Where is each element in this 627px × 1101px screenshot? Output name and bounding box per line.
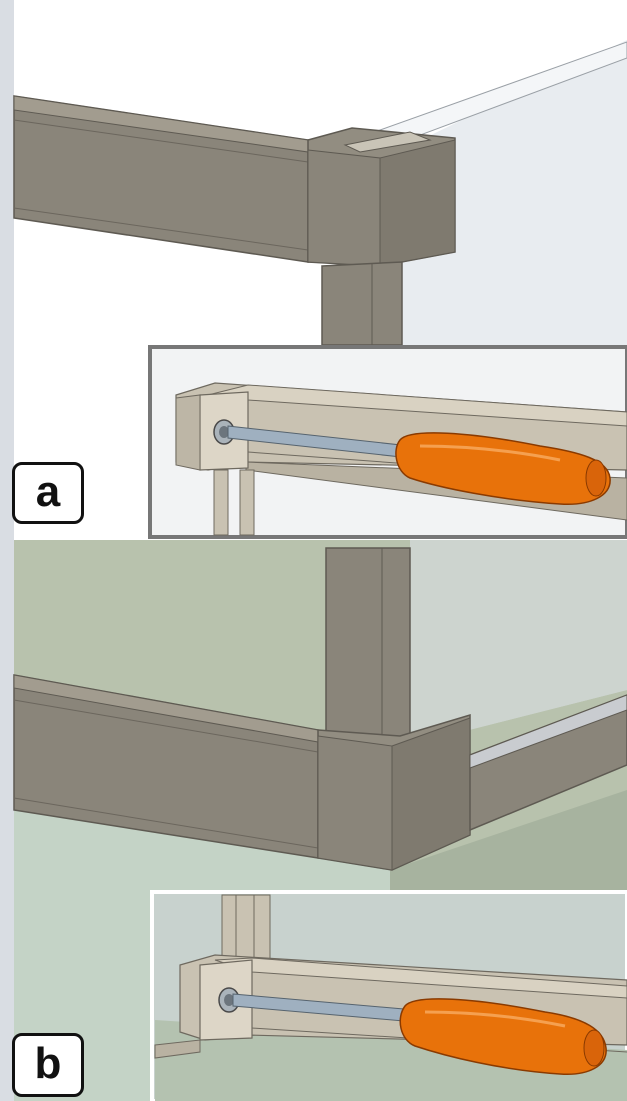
screwdriver-handle	[395, 432, 611, 505]
panel-a-illustration	[0, 0, 627, 540]
vertical-post	[321, 261, 403, 346]
screwdriver-handle-b	[399, 998, 607, 1075]
vertical-post-b	[325, 547, 411, 741]
panel-label-a: a	[12, 462, 84, 524]
inset-a	[148, 345, 627, 539]
inset-b	[150, 890, 627, 1101]
left-margin-strip	[0, 0, 14, 540]
panel-b-illustration	[0, 540, 627, 1101]
panel-a: a	[0, 0, 627, 540]
glass-pane	[400, 40, 627, 345]
panel-label-b: b	[12, 1033, 84, 1097]
panel-b	[0, 540, 627, 1101]
